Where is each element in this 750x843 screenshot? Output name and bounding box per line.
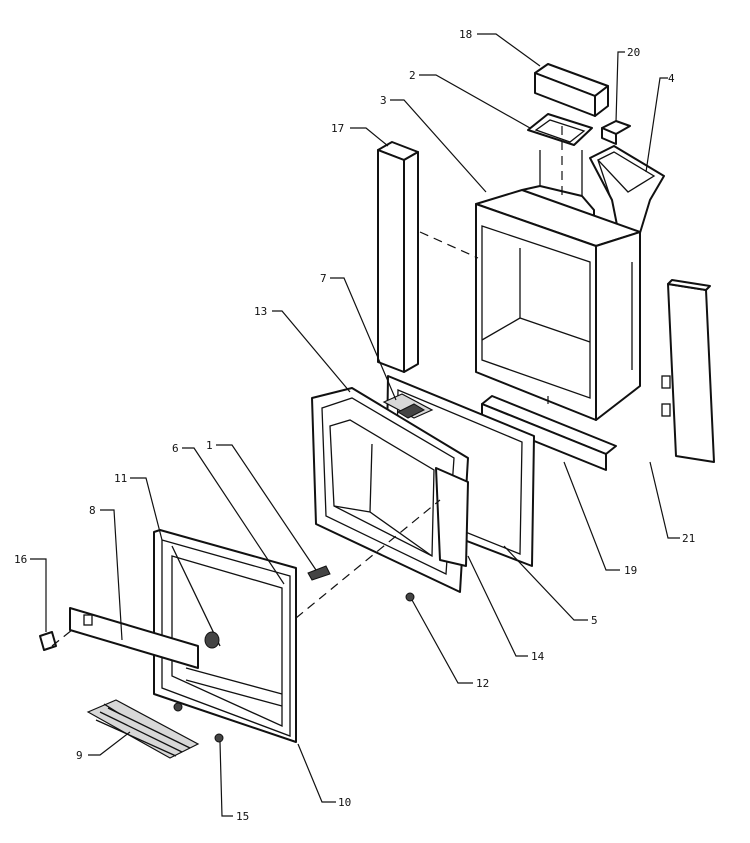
callout-9: 9 — [76, 749, 83, 762]
callout-19: 19 — [624, 564, 637, 577]
part-16-cap — [39, 631, 57, 651]
part-17-column — [377, 141, 419, 373]
callout-20: 20 — [627, 46, 640, 59]
part-4-chute — [589, 145, 665, 247]
part-8-trim — [69, 607, 199, 669]
part-14-shroud — [435, 467, 469, 567]
part-9-grille — [86, 699, 200, 759]
leader-lines — [30, 33, 680, 817]
callout-13: 13 — [254, 305, 267, 318]
part-13-frame — [311, 387, 469, 593]
callout-8: 8 — [89, 504, 96, 517]
part-18-block — [534, 63, 609, 117]
callout-16: 16 — [14, 553, 27, 566]
callout-2: 2 — [409, 69, 416, 82]
callout-7: 7 — [320, 272, 327, 285]
callout-12: 12 — [476, 677, 489, 690]
callout-5: 5 — [591, 614, 598, 627]
callout-11: 11 — [114, 472, 127, 485]
callout-10: 10 — [338, 796, 351, 809]
callout-21: 21 — [682, 532, 695, 545]
callout-17: 17 — [331, 122, 344, 135]
part-20-clip — [601, 120, 631, 145]
callout-labels: 18 20 4 2 3 17 7 13 1 6 11 8 16 12 14 5 … — [14, 28, 695, 823]
callout-6: 6 — [172, 442, 179, 455]
part-3-housing — [475, 189, 641, 421]
assembly-lines — [51, 126, 563, 647]
callout-1: 1 — [206, 439, 213, 452]
part-2-frame — [527, 113, 593, 146]
callout-18: 18 — [459, 28, 472, 41]
callout-4: 4 — [668, 72, 675, 85]
part-21-panel — [661, 279, 715, 463]
callout-14: 14 — [531, 650, 545, 663]
callout-15: 15 — [236, 810, 249, 823]
callout-3: 3 — [380, 94, 387, 107]
part-10-bezel — [153, 529, 297, 743]
